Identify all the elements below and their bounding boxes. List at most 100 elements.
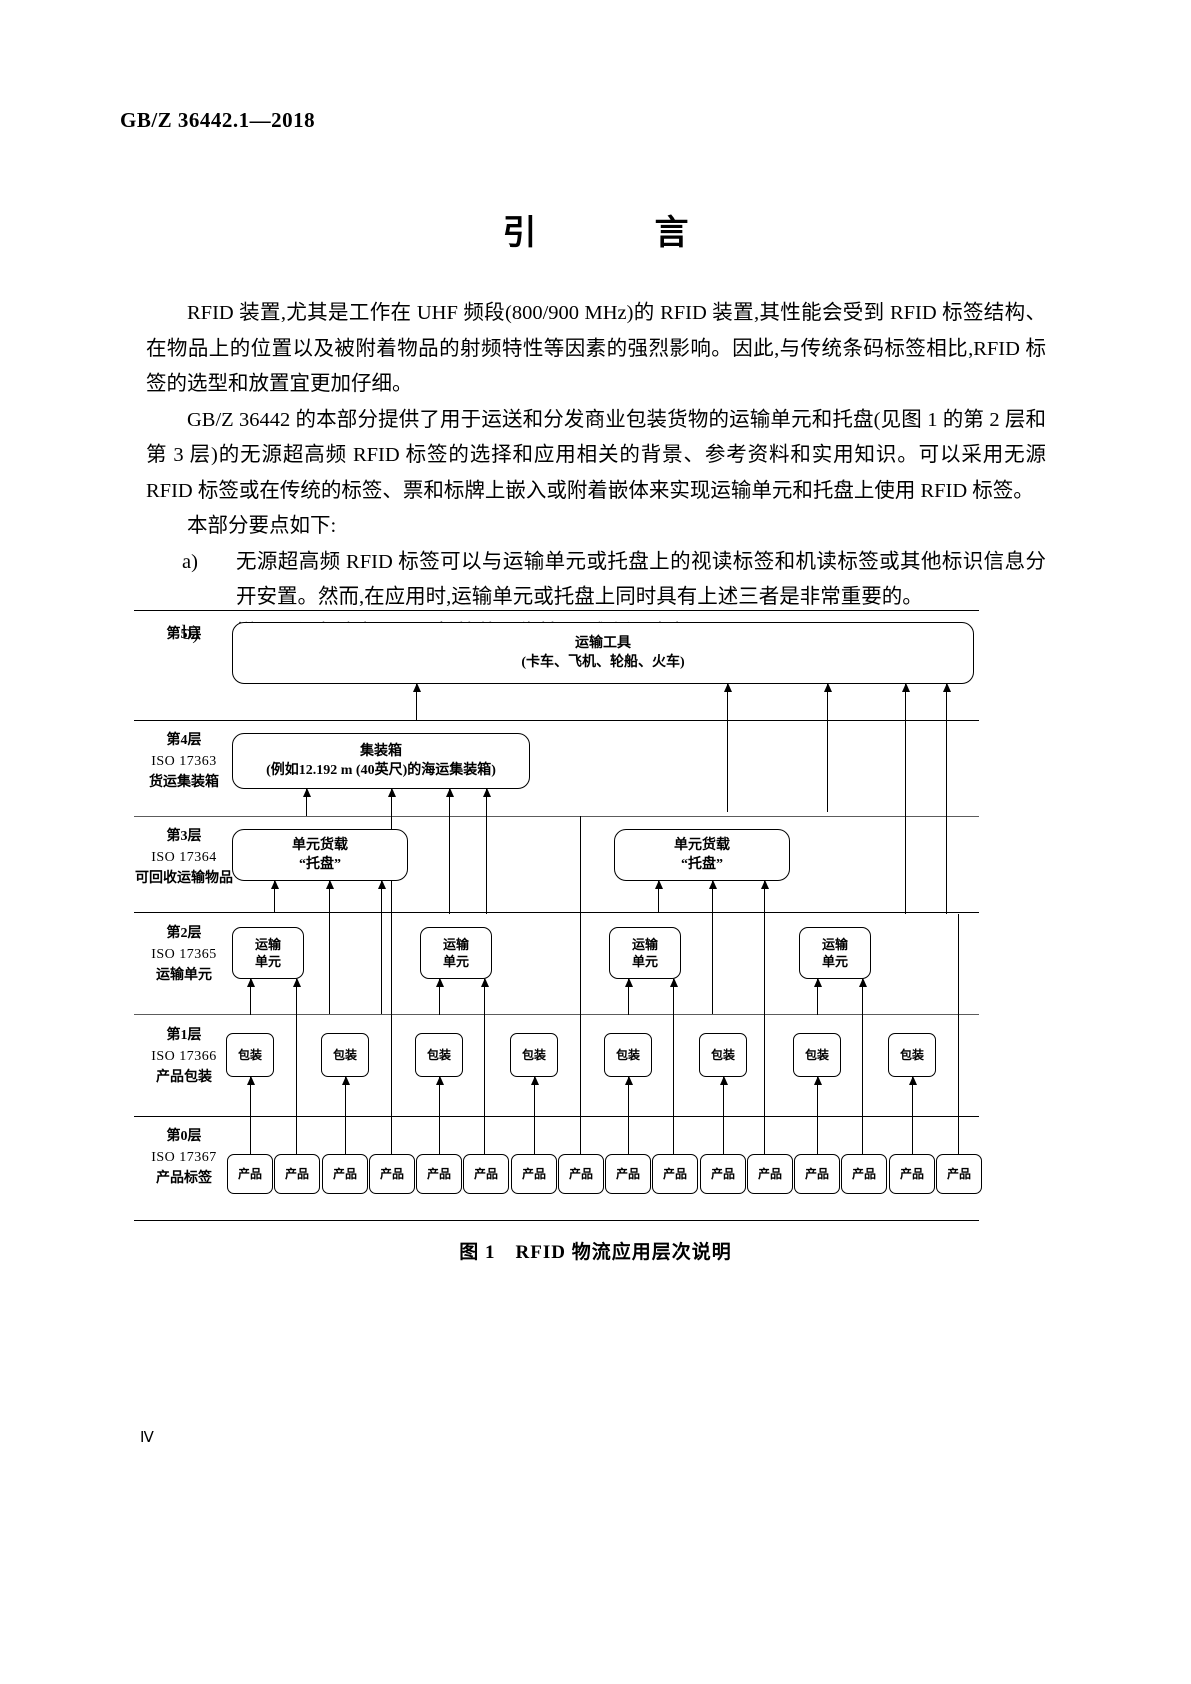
layer-label-0: 第0层 ISO 17367 产品标签 [124, 1126, 244, 1189]
layer-3-desc: 可回收运输物品 [135, 871, 233, 886]
arrow-to-layer5 [823, 683, 832, 812]
node-product-1: 产品 [227, 1154, 273, 1194]
layer-1-name: 第1层 [166, 1028, 202, 1043]
node-package-8: 包装 [888, 1033, 936, 1077]
layer-separator-bottom [134, 1220, 979, 1221]
node-subtitle: (例如12.192 m (40英尺)的海运集装箱) [266, 763, 496, 778]
paragraph-3: 本部分要点如下: [187, 515, 337, 537]
node-title: 产品 [284, 1166, 309, 1181]
node-product-15: 产品 [889, 1154, 935, 1194]
node-package-3: 包装 [415, 1033, 463, 1077]
node-subtitle: “托盘” [299, 857, 341, 872]
node-subtitle: 单元 [442, 954, 469, 969]
node-package-2: 包装 [321, 1033, 369, 1077]
layer-label-1: 第1层 ISO 17366 产品包装 [124, 1025, 244, 1088]
list-item: a) 无源超高频 RFID 标签可以与运输单元或托盘上的视读标签和机读标签或其他… [182, 545, 1046, 616]
riser-layer0 [534, 1116, 535, 1154]
arrow-to-layer1 [435, 1076, 444, 1116]
layer-label-5: 第5层 [124, 624, 244, 645]
arrow-to-layer3 [325, 880, 334, 1014]
node-container: 集装箱 (例如12.192 m (40英尺)的海运集装箱) [232, 733, 530, 789]
layer-1-desc: 产品包装 [156, 1070, 212, 1085]
node-product-8: 产品 [558, 1154, 604, 1194]
riser-layer0 [764, 912, 765, 1154]
node-title: 产品 [332, 1166, 357, 1181]
layer-0-name: 第0层 [166, 1129, 202, 1144]
node-title: 包装 [426, 1047, 451, 1062]
node-package-4: 包装 [510, 1033, 558, 1077]
layer-separator-3-2 [134, 912, 979, 913]
node-subtitle: 单元 [631, 954, 658, 969]
node-title: 包装 [710, 1047, 735, 1062]
arrow-to-layer1 [719, 1076, 728, 1116]
node-title: 运输 [442, 937, 469, 952]
node-title: 单元货载 [674, 838, 730, 853]
arrow-to-layer2 [669, 978, 678, 1015]
node-unit-load-pallet-2: 单元货载 “托盘” [614, 829, 790, 881]
node-product-13: 产品 [794, 1154, 840, 1194]
document-standard-number: GB/Z 36442.1—2018 [120, 108, 316, 132]
node-product-7: 产品 [511, 1154, 557, 1194]
node-title: 包装 [615, 1047, 640, 1062]
node-title: 产品 [615, 1166, 640, 1181]
riser-layer0 [391, 912, 392, 1154]
node-package-7: 包装 [793, 1033, 841, 1077]
arrow-to-layer2 [435, 978, 444, 1015]
arrow-to-layer1 [341, 1076, 350, 1116]
node-title: 产品 [946, 1166, 971, 1181]
body-text: RFID 装置,尤其是工作在 UHF 频段(800/900 MHz)的 RFID… [146, 296, 1046, 651]
node-title: 产品 [237, 1166, 262, 1181]
node-transport-unit-2: 运输 单元 [420, 927, 492, 979]
node-subtitle: (卡车、飞机、轮船、火车) [521, 655, 685, 670]
riser-layer0 [296, 1014, 297, 1154]
arrow-to-layer2 [624, 978, 633, 1015]
node-unit-load-pallet-1: 单元货载 “托盘” [232, 829, 408, 881]
layer-0-iso: ISO 17367 [151, 1150, 217, 1165]
layer-separator-1-0 [134, 1116, 979, 1117]
node-title: 产品 [521, 1166, 546, 1181]
arrow-to-layer1 [246, 1076, 255, 1116]
paragraph-1: RFID 装置,尤其是工作在 UHF 频段(800/900 MHz)的 RFID… [146, 302, 1046, 395]
arrow-to-layer2 [246, 978, 255, 1015]
arrow-to-layer3 [708, 880, 717, 1014]
arrow-to-layer3 [654, 880, 663, 912]
node-title: 运输 [631, 937, 658, 952]
riser-layer0 [673, 1014, 674, 1154]
arrow-to-layer2 [292, 978, 301, 1015]
layer-separator-2-1 [134, 1014, 979, 1015]
node-product-2: 产品 [274, 1154, 320, 1194]
layer-3-iso: ISO 17364 [151, 850, 217, 865]
node-title: 产品 [710, 1166, 735, 1181]
layer-label-4: 第4层 ISO 17363 货运集装箱 [124, 730, 244, 793]
node-package-1: 包装 [226, 1033, 274, 1077]
layer-4-desc: 货运集装箱 [149, 775, 219, 790]
node-title: 包装 [237, 1047, 262, 1062]
layer-2-desc: 运输单元 [156, 968, 212, 983]
layer-4-name: 第4层 [166, 733, 202, 748]
node-title: 单元货载 [292, 838, 348, 853]
page-number: Ⅳ [140, 1430, 154, 1446]
riser-layer0 [723, 1116, 724, 1154]
node-product-14: 产品 [841, 1154, 887, 1194]
node-product-10: 产品 [652, 1154, 698, 1194]
node-title: 集装箱 [360, 744, 402, 759]
node-product-11: 产品 [700, 1154, 746, 1194]
figure-rfid-logistics-layers: 第5层 运输工具 (卡车、飞机、轮船、火车) 第4层 ISO 17363 货运集… [134, 610, 982, 1225]
riser-layer0 [817, 1116, 818, 1154]
node-title: 产品 [568, 1166, 593, 1181]
node-title: 包装 [899, 1047, 924, 1062]
riser-layer0 [862, 1014, 863, 1154]
layer-separator-4-3 [134, 816, 979, 817]
arrow-to-layer1 [908, 1076, 917, 1116]
list-marker-b: b) [182, 621, 200, 644]
layer-5-name: 第5层 [166, 627, 202, 642]
node-title: 包装 [521, 1047, 546, 1062]
arrow-to-layer2 [480, 978, 489, 1015]
paragraph-2: GB/Z 36442 的本部分提供了用于运送和分发商业包装货物的运输单元和托盘(… [146, 408, 1046, 502]
arrow-to-layer3 [377, 880, 386, 1014]
node-title: 包装 [804, 1047, 829, 1062]
arrow-to-layer5 [901, 683, 910, 914]
node-transport-unit-1: 运输 单元 [232, 927, 304, 979]
layer-0-desc: 产品标签 [156, 1171, 212, 1186]
